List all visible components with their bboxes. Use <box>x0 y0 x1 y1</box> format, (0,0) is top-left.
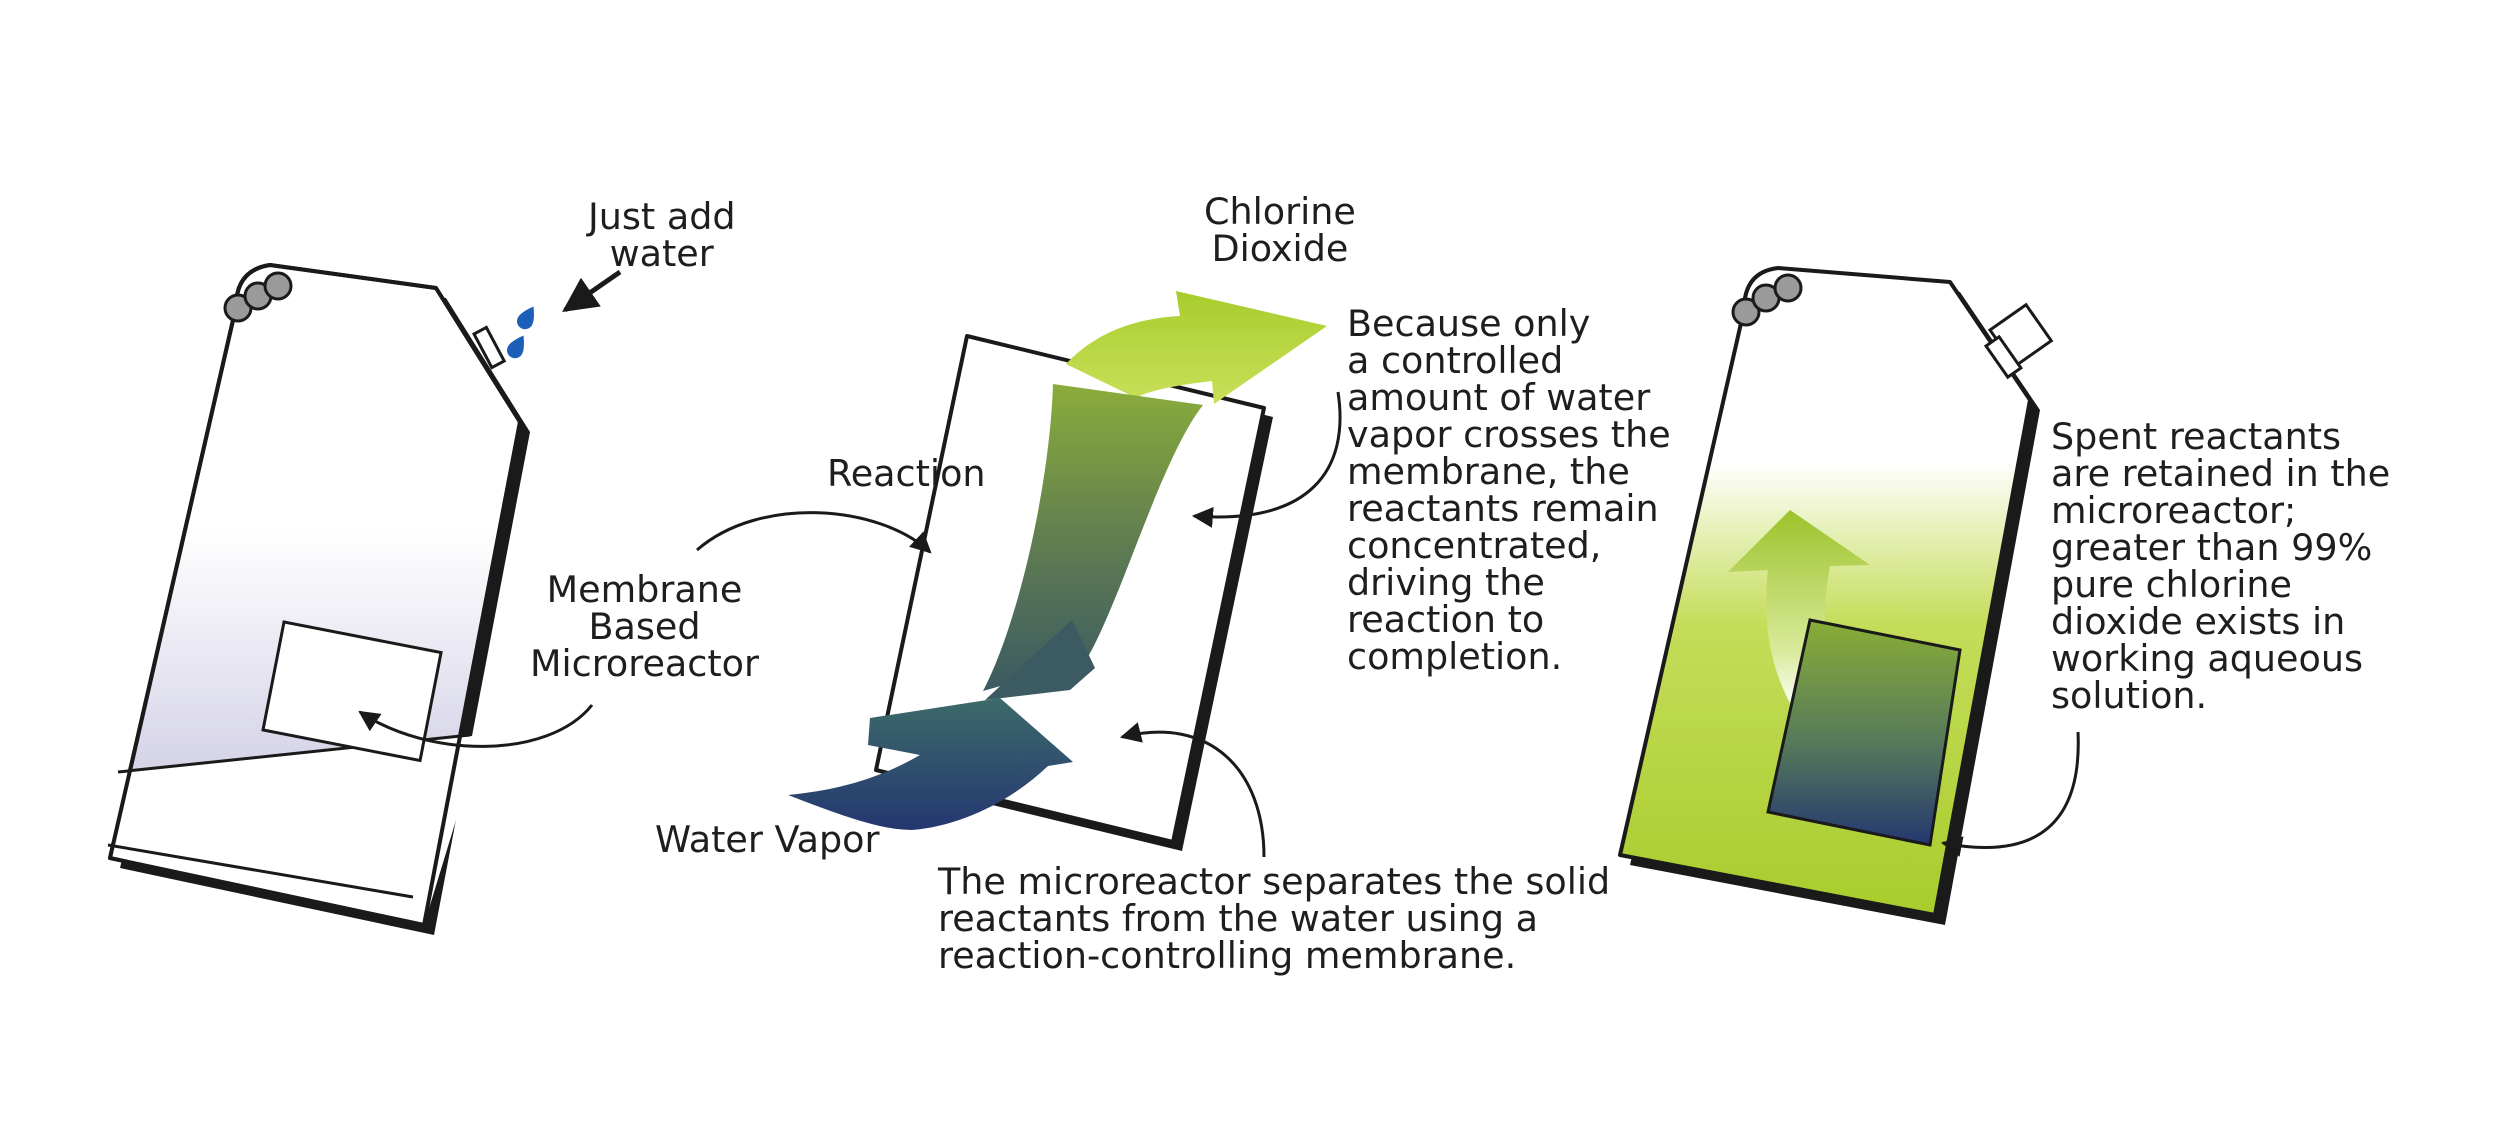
label-because-only: Because only a controlled amount of wate… <box>1347 302 1671 678</box>
label-microreactor-separates: The microreactor separates the solid rea… <box>938 860 1611 977</box>
label-membrane-microreactor: Membrane Based Microreactor <box>530 568 759 685</box>
label-just-add-water: Just add water <box>588 195 736 275</box>
label-chlorine-dioxide: Chlorine Dioxide <box>1204 190 1356 270</box>
arrow-reaction <box>696 511 932 554</box>
arrow-because-only <box>1191 391 1342 528</box>
microreactor-box-right <box>1766 618 1962 847</box>
arrow-just-add-water <box>562 269 622 313</box>
arrow-microreactor-separates <box>1119 722 1266 858</box>
reaction-panel <box>696 291 1342 858</box>
label-reaction: Reaction <box>827 452 986 495</box>
upward-arrow <box>1728 510 1870 710</box>
label-spent-reactants: Spent reactants are retained in the micr… <box>2051 415 2391 717</box>
knobs-left <box>223 271 293 323</box>
water-drop-icon <box>507 306 534 359</box>
pouch-left <box>107 263 622 935</box>
water-vapor-arrow <box>788 698 1073 830</box>
spout-left <box>471 325 507 370</box>
chlorine-dioxide-arrow <box>1066 291 1327 404</box>
arrow-membrane-microreactor <box>358 704 594 748</box>
label-water-vapor: Water Vapor <box>655 818 880 861</box>
reaction-band <box>983 384 1203 691</box>
arrow-spent-reactants <box>1940 731 2080 857</box>
microreactor-box-left <box>261 620 443 763</box>
knobs-right <box>1731 273 1803 327</box>
pouch-right <box>1618 266 2080 925</box>
